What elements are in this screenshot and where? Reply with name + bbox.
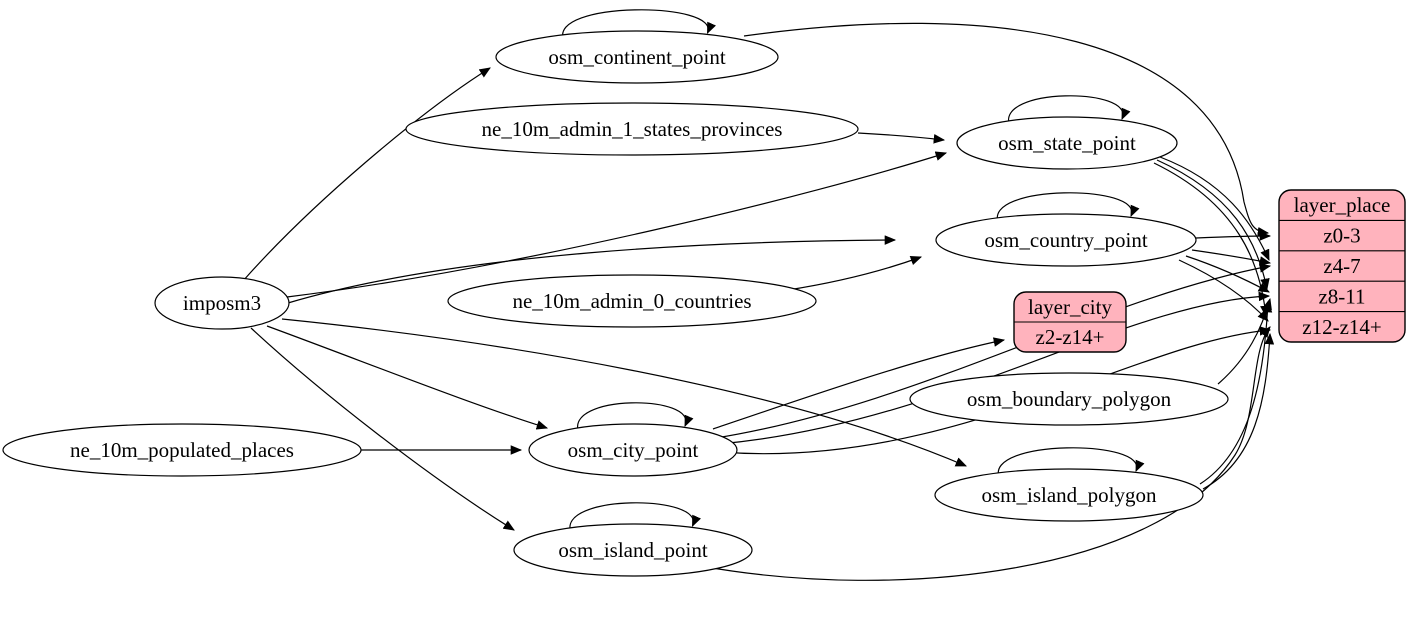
osm_continent_point-ellipse [495,30,779,84]
record-row-label: z2-z14+ [1036,325,1105,349]
edge-selfloop-osm_country_point [996,192,1140,224]
ne_10m_admin_1_states_provinces-ellipse [405,102,859,156]
record-title: layer_city [1028,295,1112,319]
node-label: osm_island_point [558,538,708,562]
edge-imposm3-to-osm_country_point [287,235,897,304]
node-label: ne_10m_admin_1_states_provinces [482,117,783,141]
record-layer_city: layer_city z2-z14+ [1013,291,1127,353]
node-label: osm_island_polygon [981,483,1157,507]
node-label: ne_10m_populated_places [70,438,294,462]
record-title: layer_place [1294,193,1391,217]
nodes-layer: imposm3 osm_continent_point ne_10m_admin_1… [2,30,1406,577]
ne_10m_admin_0_countries-ellipse [447,274,817,328]
ne_10m_populated_places-ellipse [2,423,362,477]
node-osm_continent_point: osm_continent_point [495,30,779,84]
node-label: osm_continent_point [548,45,725,69]
edge-osm_country_point-to-layer_place-z0-3 [1195,231,1272,241]
osm_city_point-ellipse [528,423,738,477]
node-label: osm_country_point [984,228,1147,252]
edge-osm_island_polygon-to-layer_place-z12-z14+ [1202,332,1275,490]
record-row-label: z0-3 [1323,224,1360,248]
node-ne_10m_admin_0_countries: ne_10m_admin_0_countries [447,274,817,328]
edge-selfloop-osm_island_polygon [997,447,1145,479]
node-label: ne_10m_admin_0_countries [512,289,751,313]
edge-ne_10m_admin_1_states_provinces-to-osm_state_point [857,132,946,144]
edge-osm_city_point-to-layer_place-z8-11 [718,291,1271,445]
edge-imposm3-to-osm_state_point [286,151,948,298]
node-osm_island_point: osm_island_point [513,523,753,577]
edge-selfloop-osm_city_point [577,402,694,434]
node-osm_country_point: osm_country_point [935,213,1197,267]
node-label: osm_state_point [998,131,1136,155]
edges-layer [242,9,1275,581]
edge-osm_island_point-to-layer_place-z12-z14+ [700,326,1271,581]
edge-imposm3-to-osm_continent_point [242,67,491,282]
edge-osm_city_point-to-layer_place-z4-7 [715,263,1272,439]
edge-selfloop-osm_continent_point [562,9,716,41]
node-osm_city_point: osm_city_point [528,423,738,477]
node-osm_state_point: osm_state_point [956,116,1178,170]
record-layer_place: layer_place z0-3 z4-7 z8-11 z12-z14+ [1278,189,1406,343]
record-row-label: z4-7 [1323,254,1360,278]
node-label: osm_boundary_polygon [967,387,1172,411]
record-row-label: z8-11 [1318,284,1365,308]
node-ne_10m_admin_1_states_provinces: ne_10m_admin_1_states_provinces [405,102,859,156]
edge-osm_continent_point-to-layer_place-z0-3 [743,22,1270,237]
edge-imposm3-to-osm_island_point [250,327,515,531]
edge-osm_country_point-to-layer_place-z4-7 [1191,249,1272,266]
edge-selfloop-osm_island_point [569,502,702,534]
osm_state_point-ellipse [956,116,1178,170]
edge-osm_city_point-to-layer_city-z2-z14+ [712,337,1006,430]
osm_boundary_polygon-ellipse [909,372,1229,426]
layer_place-box [1278,189,1406,343]
node-ne_10m_populated_places: ne_10m_populated_places [2,423,362,477]
node-label: osm_city_point [568,438,699,462]
node-osm_island_polygon: osm_island_polygon [934,468,1204,522]
record-row-label: z12-z14+ [1302,315,1381,339]
edge-selfloop-osm_state_point [1008,95,1131,127]
osm_country_point-ellipse [935,213,1197,267]
edge-imposm3-to-osm_island_polygon [281,318,967,467]
osm_island_point-ellipse [513,523,753,577]
edge-ne_10m_admin_0_countries-to-osm_country_point [787,256,923,291]
node-osm_boundary_polygon: osm_boundary_polygon [909,372,1229,426]
edge-osm_state_point-to-layer_place-z4-7 [1159,156,1270,261]
osm_island_polygon-ellipse [934,468,1204,522]
edge-imposm3-to-osm_city_point [266,325,549,430]
imposm3-ellipse [154,276,290,330]
node-label: imposm3 [183,291,261,315]
node-imposm3: imposm3 [154,276,290,330]
